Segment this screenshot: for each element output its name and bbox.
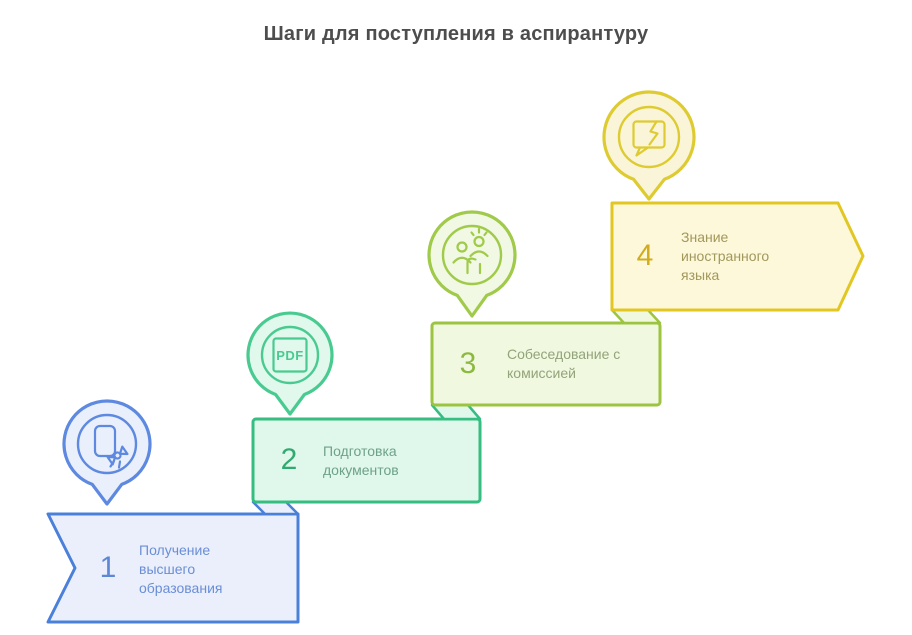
pin-balloon [427, 210, 517, 318]
certificate-icon [93, 424, 129, 469]
step-number-3: 3 [459, 347, 477, 380]
speech-bubble-icon [632, 120, 666, 157]
pin-inner-circle [260, 325, 320, 385]
pin-inner-circle [76, 413, 138, 475]
step-pin-4 [602, 90, 696, 201]
interview-icon [452, 227, 489, 275]
pin-inner-circle [617, 105, 681, 169]
pin-inner-circle [441, 224, 503, 286]
pdf-icon-label: PDF [276, 348, 304, 363]
step-banner-3 [430, 321, 662, 407]
step-number-2: 2 [280, 443, 298, 476]
ribbon-fold-1 [251, 500, 300, 516]
step-banner-1 [46, 512, 300, 624]
step-pin-2: PDF [246, 311, 334, 416]
pdf-icon: PDF [272, 337, 308, 373]
step-number-4: 4 [636, 239, 654, 272]
page-title: Шаги для поступления в аспирантуру [263, 23, 649, 46]
pin-balloon [62, 399, 152, 506]
ribbon-fold-2 [430, 403, 482, 421]
step-label-4: Знание иностранного языка [681, 229, 770, 283]
step-banner-2 [251, 417, 482, 504]
step-pin-3 [427, 210, 517, 318]
ribbon-fold-3 [610, 308, 662, 325]
step-label-3: Собеседование с комиссией [507, 346, 621, 381]
step-banner-4 [610, 201, 865, 312]
step-number-1: 1 [99, 551, 117, 584]
step-pin-1 [62, 399, 152, 506]
step-label-2: Подготовка документов [323, 443, 399, 478]
step-label-1: Получение высшего образования [139, 542, 223, 596]
